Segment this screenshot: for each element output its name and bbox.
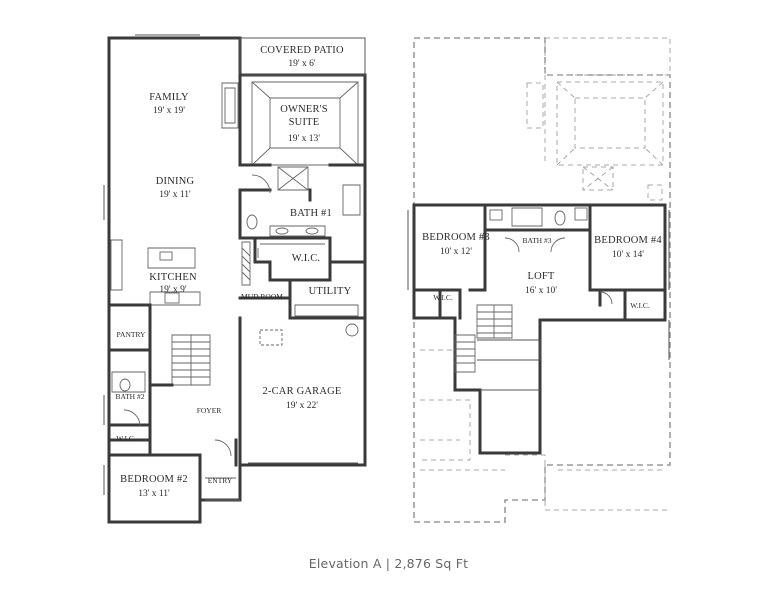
ghost-fireplace bbox=[526, 82, 544, 129]
utility-label: UTILITY bbox=[309, 286, 352, 297]
foyer-label: FOYER bbox=[197, 406, 222, 415]
bath1-label: BATH #1 bbox=[290, 208, 332, 219]
shower bbox=[277, 166, 309, 191]
dining-label: DINING bbox=[156, 176, 195, 187]
first-floor-labels: COVERED PATIO 19' x 6' FAMILY 19' x 19' … bbox=[116, 45, 352, 499]
utility-walls bbox=[238, 278, 367, 320]
mud-bench bbox=[241, 241, 251, 286]
second-floor-labels: BEDROOM #3 10' x 12' BATH #3 BEDROOM #4 … bbox=[422, 232, 662, 310]
bedroom4-label: BEDROOM #4 bbox=[594, 235, 662, 246]
elevation-caption: Elevation A | 2,876 Sq Ft bbox=[308, 556, 469, 571]
door-swing-4 bbox=[504, 237, 520, 253]
family-size: 19' x 19' bbox=[153, 106, 185, 116]
owners-suite-size: 19' x 13' bbox=[288, 134, 320, 144]
entry-label: ENTRY bbox=[208, 476, 233, 485]
kitchen-counters bbox=[110, 239, 201, 306]
loft-walls bbox=[468, 268, 487, 292]
owners-suite-label-2: SUITE bbox=[289, 117, 320, 128]
sink-bath1-a bbox=[275, 227, 289, 235]
island-sink bbox=[159, 251, 173, 261]
door-swing-3 bbox=[214, 439, 232, 457]
garage-label: 2-CAR GARAGE bbox=[262, 386, 341, 397]
bath3-walls bbox=[483, 203, 592, 247]
pantry-label: PANTRY bbox=[117, 330, 146, 339]
mud-room-label: MUD ROOM bbox=[241, 292, 283, 301]
bath2-toilet bbox=[119, 378, 131, 392]
family-label: FAMILY bbox=[149, 92, 189, 103]
kitchen-island bbox=[147, 247, 196, 269]
wic-walls bbox=[253, 236, 367, 282]
stair-landing bbox=[477, 339, 541, 391]
bedroom3-label: BEDROOM #3 bbox=[422, 232, 490, 243]
ghost-patio bbox=[544, 37, 671, 76]
first-floor-plan bbox=[103, 34, 367, 524]
bedroom3-walls bbox=[412, 203, 487, 320]
bedroom2-size: 13' x 11' bbox=[138, 489, 170, 499]
ghost-lower bbox=[420, 349, 546, 500]
door-swing-2 bbox=[123, 409, 141, 427]
bath2-label: BATH #2 bbox=[116, 392, 145, 401]
kitchen-size: 19' x 9' bbox=[159, 285, 186, 295]
bathtub bbox=[342, 184, 361, 216]
bedroom2-walls bbox=[107, 453, 202, 524]
wic2-walls bbox=[107, 423, 152, 457]
range bbox=[164, 292, 180, 304]
bath3-vanity bbox=[574, 207, 588, 221]
garage-size: 19' x 22' bbox=[286, 401, 318, 411]
bath2-tub bbox=[111, 371, 146, 393]
covered-patio-size: 19' x 6' bbox=[288, 59, 315, 69]
bath3-tub bbox=[511, 207, 543, 227]
garage-hvac bbox=[259, 329, 283, 346]
ghost-shower bbox=[582, 166, 614, 191]
ghost-suite bbox=[544, 75, 664, 166]
bath1-walls bbox=[238, 188, 332, 240]
dining-size: 19' x 11' bbox=[159, 190, 191, 200]
bath3-sink bbox=[489, 209, 503, 221]
stairs-second-floor-b bbox=[454, 334, 476, 373]
bath3-toilet bbox=[554, 210, 566, 226]
wic-right-label: W.I.C. bbox=[630, 301, 650, 310]
bedroom4-size: 10' x 14' bbox=[612, 250, 644, 260]
sink-bath1-b bbox=[305, 227, 319, 235]
ghost-tub bbox=[647, 184, 663, 201]
bedroom4-walls bbox=[588, 243, 667, 307]
vanity-bath1 bbox=[269, 225, 326, 237]
covered-patio-label: COVERED PATIO bbox=[260, 45, 344, 56]
door-swing-6 bbox=[599, 291, 613, 305]
pantry-walls bbox=[107, 303, 152, 362]
bedroom3-size: 10' x 12' bbox=[440, 247, 472, 257]
wic-label: W.I.C. bbox=[292, 253, 321, 264]
second-floor-windows bbox=[407, 210, 670, 360]
kitchen-label: KITCHEN bbox=[149, 272, 197, 283]
ghost-garage-edge bbox=[544, 465, 670, 511]
wic2-label: W.I.C. bbox=[116, 434, 136, 443]
toilet-bath1 bbox=[246, 214, 258, 230]
stairs-first-floor bbox=[171, 334, 211, 386]
loft-label: LOFT bbox=[527, 271, 554, 282]
loft-size: 16' x 10' bbox=[525, 286, 557, 296]
owners-suite-label-1: OWNER'S bbox=[280, 104, 328, 115]
washer-dryer bbox=[294, 304, 359, 317]
covered-patio-outline bbox=[239, 37, 366, 76]
wic-left-label: W.I.C. bbox=[433, 293, 453, 302]
entry-lines bbox=[205, 477, 240, 501]
bedroom2-label: BEDROOM #2 bbox=[120, 474, 188, 485]
floor-plans-drawing: COVERED PATIO 19' x 6' FAMILY 19' x 19' … bbox=[103, 34, 671, 524]
fireplace bbox=[221, 82, 239, 129]
second-floor-plan bbox=[407, 37, 671, 523]
bath3-label: BATH #3 bbox=[523, 236, 552, 245]
door-swing-1 bbox=[251, 174, 271, 194]
wic-shelves bbox=[257, 243, 325, 258]
stairs-second-floor-a bbox=[476, 304, 513, 339]
door-swing-5 bbox=[550, 237, 566, 253]
water-heater bbox=[345, 323, 359, 337]
